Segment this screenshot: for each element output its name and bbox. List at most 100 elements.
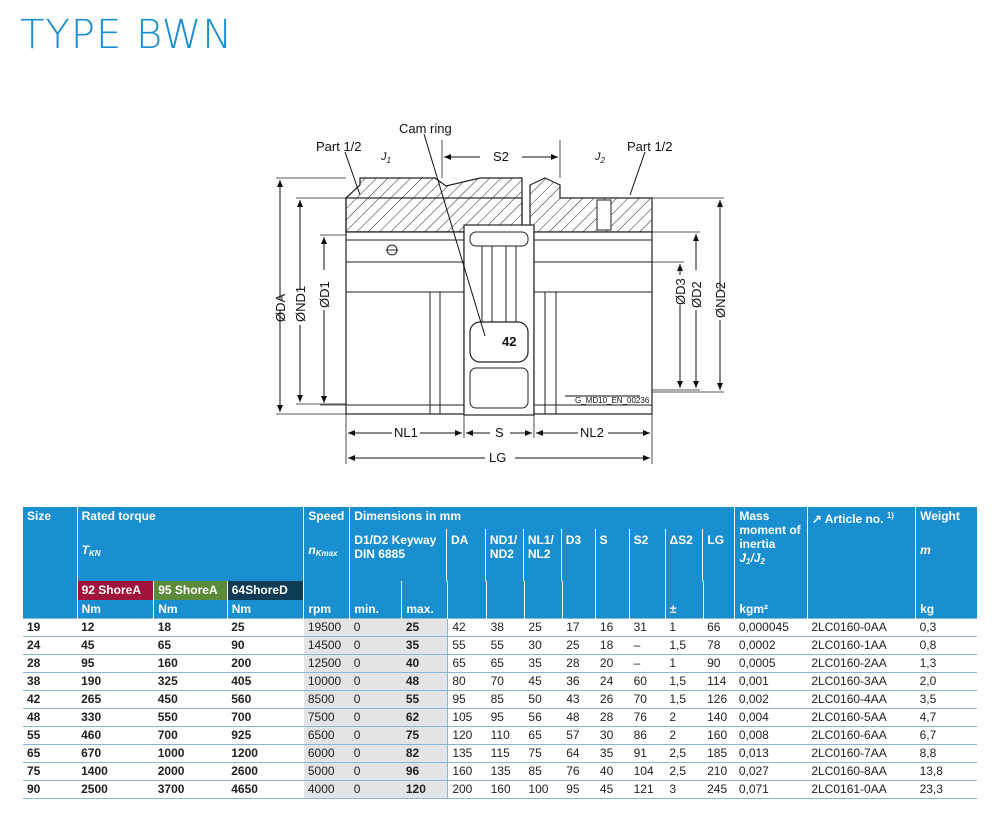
table-cell: 0,002 — [734, 690, 808, 709]
table-cell: 185 — [703, 744, 735, 763]
table-cell: 2LC0160-7AA — [807, 744, 916, 763]
header-da: DA — [446, 529, 485, 581]
header-s: S — [594, 529, 629, 581]
table-cell: 190 — [77, 672, 154, 691]
d2-label: ØD2 — [689, 281, 704, 308]
table-cell: 200 — [227, 654, 304, 673]
s2-label: S2 — [493, 149, 509, 164]
table-cell: 2LC0160-3AA — [807, 672, 916, 691]
table-cell: 55 — [447, 636, 487, 655]
header-d1d2: D1/D2 Keyway DIN 6885 — [354, 533, 437, 561]
unit-nm-92: Nm — [76, 600, 154, 619]
table-cell: 120 — [447, 726, 487, 745]
table-cell: 3 — [665, 780, 704, 799]
header-dimensions-group: Dimensions in mm D1/D2 Keyway DIN 6885 D… — [349, 507, 735, 581]
shore-95-label: 95 ShoreA — [153, 581, 228, 600]
table-cell: 210 — [703, 762, 735, 781]
table-cell: 25 — [562, 636, 596, 655]
table-cell: 1400 — [77, 762, 154, 781]
table-cell: 80 — [447, 672, 487, 691]
cam-ring-label: Cam ring — [399, 121, 452, 136]
header-weight: Weight m — [915, 507, 977, 581]
table-cell: 60 — [629, 672, 666, 691]
table-cell: 45 — [77, 636, 154, 655]
table-cell: 4650 — [227, 780, 304, 799]
unit-rpm: rpm — [303, 600, 350, 619]
table-cell: 90 — [23, 780, 78, 799]
table-cell: 45 — [595, 780, 630, 799]
table-cell: 3,5 — [915, 690, 977, 709]
table-cell: 114 — [703, 672, 735, 691]
left-hub-body — [345, 231, 465, 415]
table-cell: 2,0 — [915, 672, 977, 691]
unit-kg: kg — [915, 600, 977, 619]
header-nl: NL1/ NL2 — [522, 529, 561, 581]
table-cell: 42 — [447, 618, 487, 637]
table-cell: 95 — [486, 708, 525, 727]
table-cell: 2LC0160-0AA — [807, 618, 916, 637]
table-cell: 18 — [153, 618, 228, 637]
nl1-label: NL1 — [394, 425, 418, 440]
table-cell: 100 — [524, 780, 563, 799]
header-s2: S2 — [628, 529, 665, 581]
header-d3: D3 — [560, 529, 595, 581]
table-cell: 0 — [349, 672, 402, 691]
table-cell: 1200 — [227, 744, 304, 763]
table-cell: 75 — [401, 726, 448, 745]
part-right-label: Part 1/2 — [627, 139, 673, 154]
unit-nm-64: Nm — [226, 600, 304, 619]
table-cell: 70 — [486, 672, 525, 691]
j2-label: J2 — [594, 151, 606, 165]
table-cell: 25 — [401, 618, 448, 637]
table-cell: 55 — [23, 726, 78, 745]
table-cell: 325 — [153, 672, 228, 691]
table-cell: 2LC0160-8AA — [807, 762, 916, 781]
table-cell: 76 — [562, 762, 596, 781]
d1-label: ØD1 — [317, 281, 332, 308]
table-cell: 0 — [349, 780, 402, 799]
table-cell: 42 — [23, 690, 78, 709]
table-cell: 65 — [447, 654, 487, 673]
unit-nm-95: Nm — [153, 600, 228, 619]
table-cell: 2,5 — [665, 744, 704, 763]
table-cell: 104 — [629, 762, 666, 781]
table-cell: 560 — [227, 690, 304, 709]
table-cell: 0,000045 — [734, 618, 808, 637]
unit-kgm2: kgm² — [734, 600, 808, 619]
table-cell: 86 — [629, 726, 666, 745]
table-cell: 65 — [153, 636, 228, 655]
table-cell: 19500 — [303, 618, 350, 637]
table-cell: 460 — [77, 726, 154, 745]
table-cell: 19 — [23, 618, 78, 637]
part-left-label: Part 1/2 — [316, 139, 362, 154]
table-cell: 1,3 — [915, 654, 977, 673]
table-cell: 0,001 — [734, 672, 808, 691]
table-cell: 40 — [595, 762, 630, 781]
table-cell: 2500 — [77, 780, 154, 799]
table-cell: 2 — [665, 726, 704, 745]
table-cell: 6000 — [303, 744, 350, 763]
table-cell: 10000 — [303, 672, 350, 691]
table-cell: 1 — [665, 654, 704, 673]
table-cell: 160 — [486, 780, 525, 799]
table-cell: 28 — [23, 654, 78, 673]
table-cell: 0 — [349, 744, 402, 763]
table-cell: 0,008 — [734, 726, 808, 745]
table-cell: 23,3 — [915, 780, 977, 799]
table-cell: 30 — [595, 726, 630, 745]
table-cell: 0 — [349, 654, 402, 673]
table-cell: 30 — [524, 636, 563, 655]
table-cell: 64 — [562, 744, 596, 763]
table-cell: 1000 — [153, 744, 228, 763]
table-cell: 0,8 — [915, 636, 977, 655]
table-cell: 2 — [665, 708, 704, 727]
table-cell: 95 — [562, 780, 596, 799]
table-cell: 160 — [153, 654, 228, 673]
table-cell: 55 — [486, 636, 525, 655]
table-cell: 8500 — [303, 690, 350, 709]
s-label: S — [495, 425, 504, 440]
